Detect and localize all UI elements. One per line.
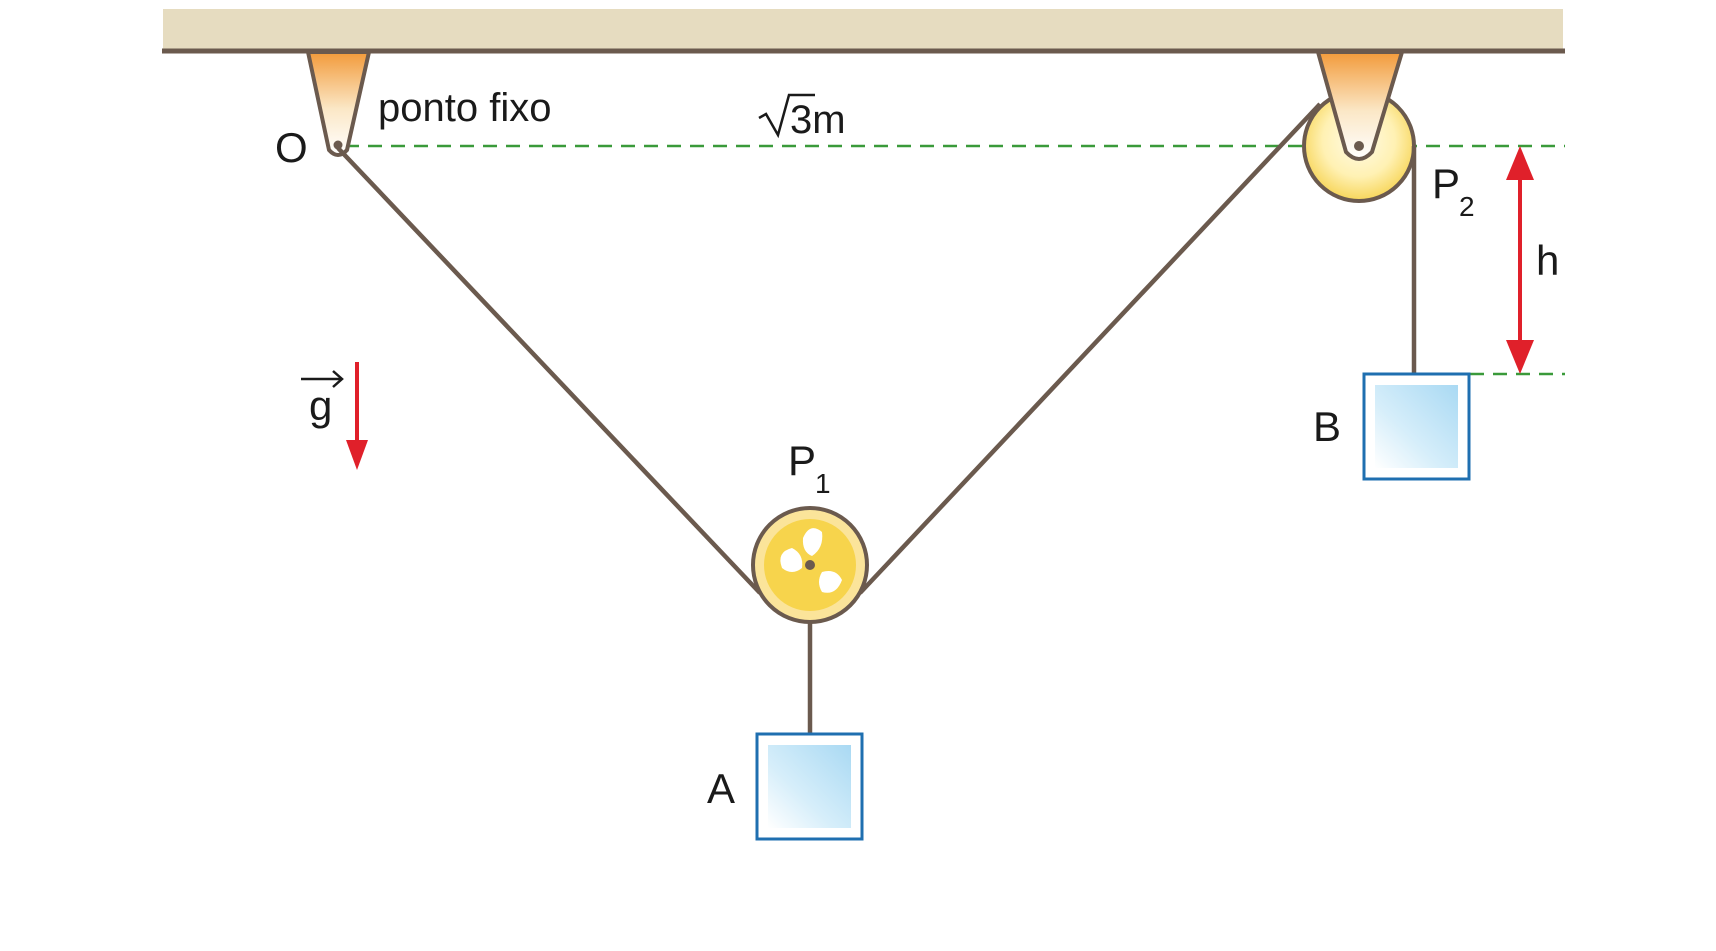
pulley-1-spoke-hole (802, 528, 823, 556)
fixed-point-label: ponto fixo (378, 86, 551, 130)
rope-right-segment (858, 102, 1322, 595)
gravity-arrow-head (346, 440, 368, 470)
pulley-1-label: P (788, 437, 816, 484)
pulley-2-axle (1354, 141, 1364, 151)
pulley-1-spoke-hole (780, 548, 803, 572)
gravity-label: g (309, 382, 332, 429)
pulley-1-axle (805, 560, 815, 570)
block-a-face (768, 745, 851, 828)
distance-label: 3m (790, 98, 846, 142)
height-arrow-up-head (1506, 146, 1534, 180)
vector-arrow-icon (301, 370, 344, 388)
pulley-1-spoke-hole (819, 571, 842, 593)
rope-left-segment (336, 146, 762, 595)
pulley-2-subscript: 2 (1459, 191, 1475, 222)
pulley-2-label: P (1432, 160, 1460, 207)
pulley-2-bracket (1316, 50, 1404, 161)
square-root-icon (758, 93, 815, 139)
height-arrow-down-head (1506, 340, 1534, 374)
block-b-label: B (1313, 403, 1341, 450)
point-o-label: O (275, 124, 308, 171)
block-a-label: A (707, 765, 735, 812)
pulley-1-subscript: 1 (815, 468, 831, 499)
block-b-face (1375, 385, 1458, 468)
fixed-point-bracket (306, 50, 371, 157)
height-label: h (1536, 237, 1559, 284)
ceiling (163, 9, 1563, 50)
pulley-1 (751, 506, 869, 624)
